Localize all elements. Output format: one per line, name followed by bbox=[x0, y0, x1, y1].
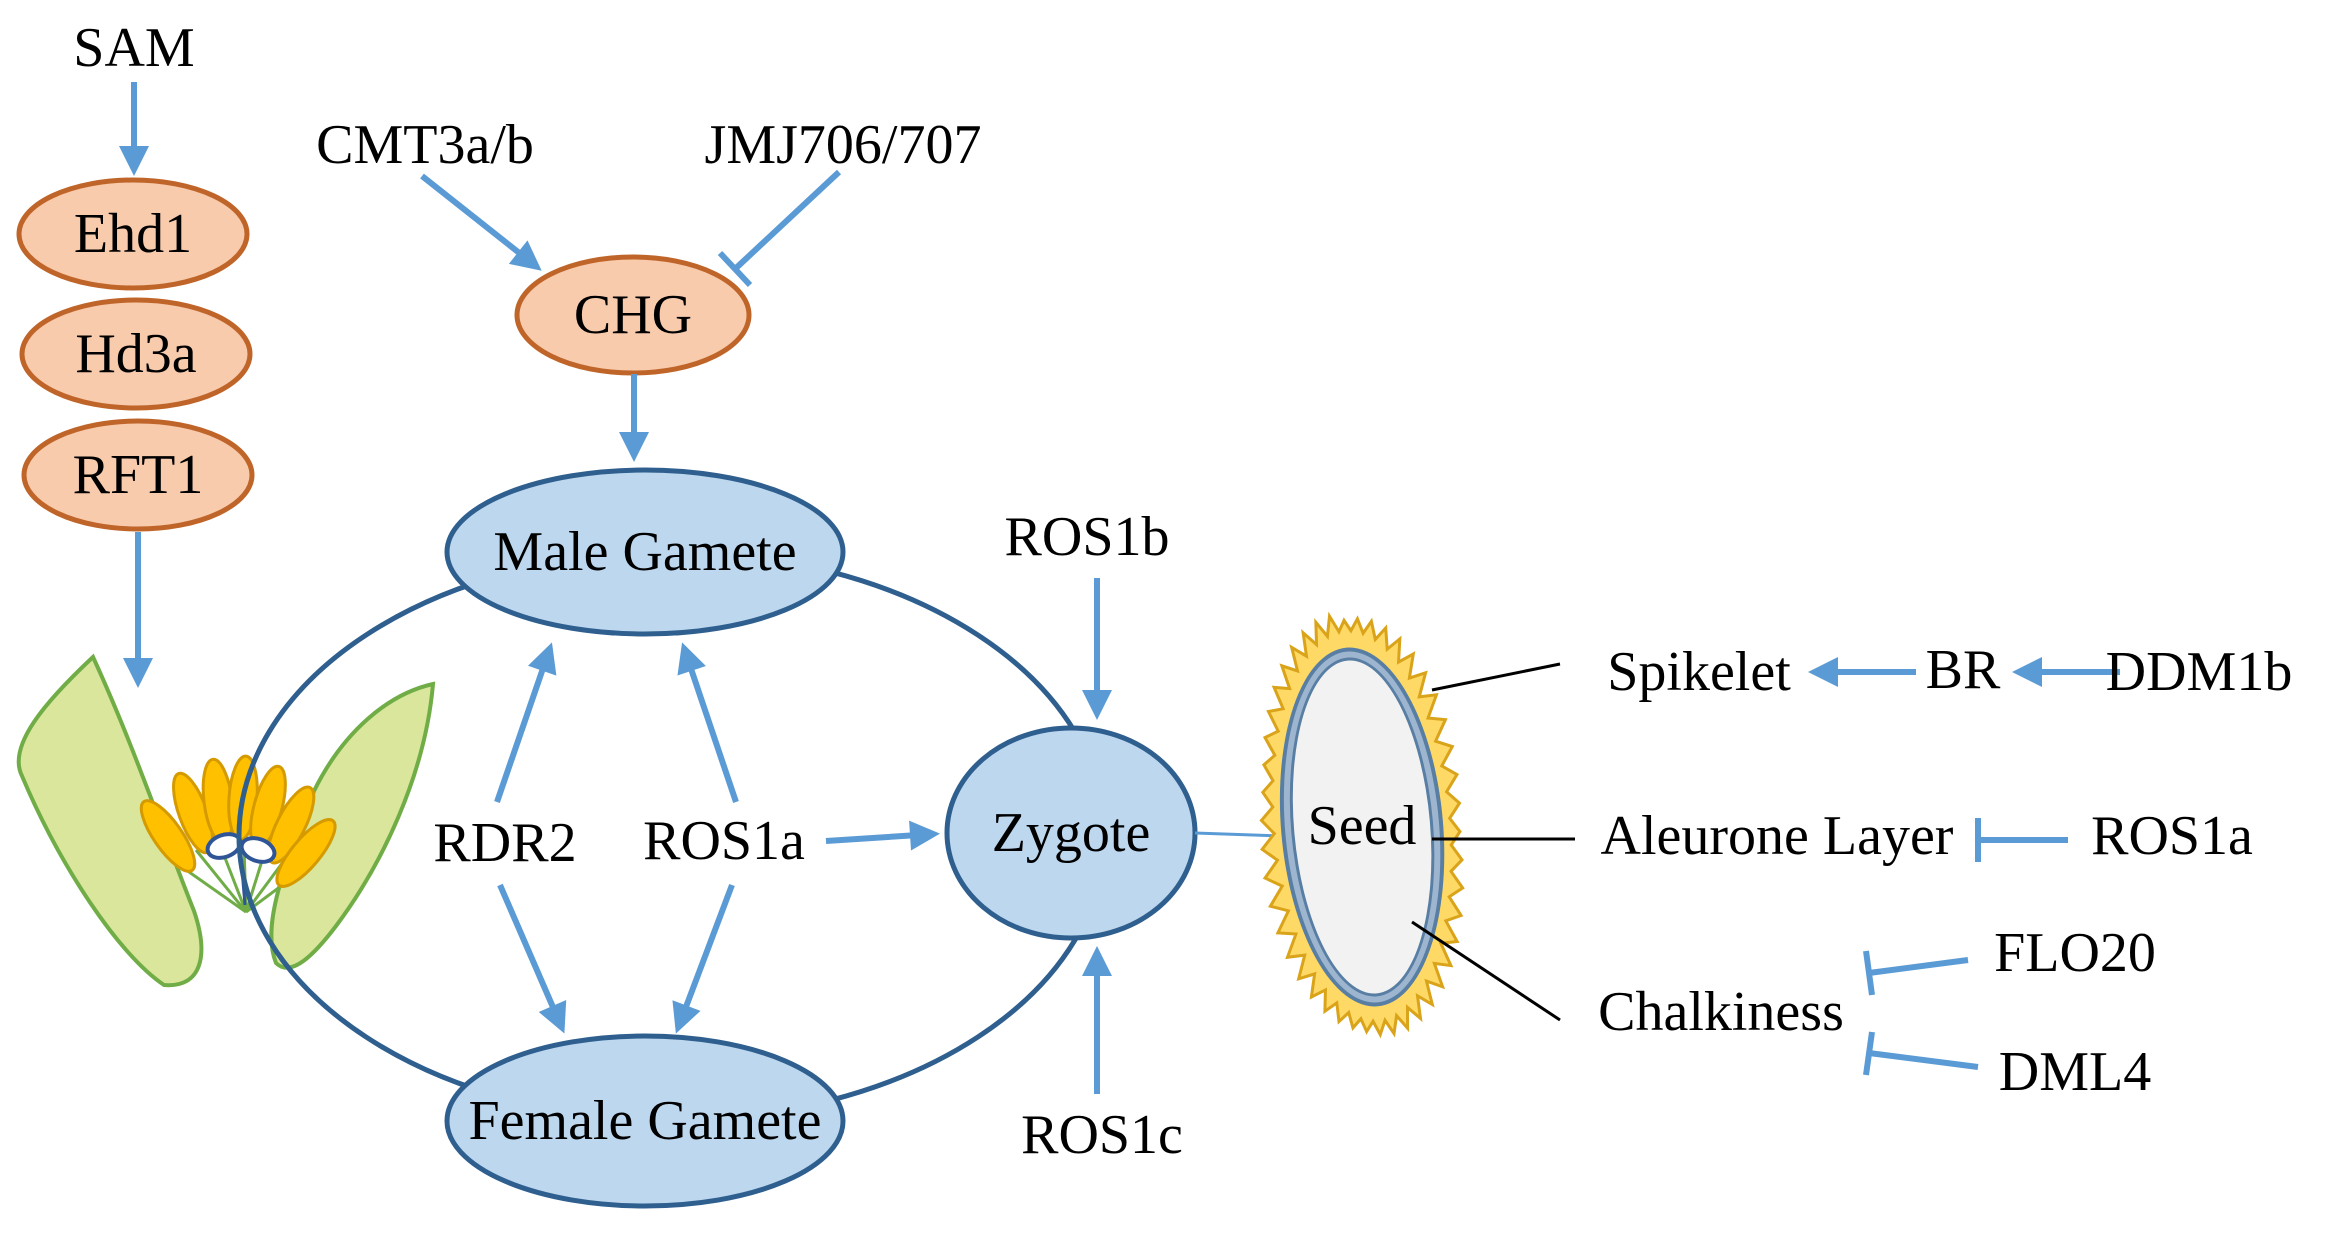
seed-endosperm bbox=[1292, 660, 1432, 994]
ros1a-gamete-label: ROS1a bbox=[643, 810, 805, 872]
chg-label: CHG bbox=[574, 284, 692, 346]
jmj-label: JMJ706/707 bbox=[705, 114, 982, 176]
pointer-seed-to-spikelet bbox=[1431, 662, 1561, 692]
female-gamete-label: Female Gamete bbox=[469, 1090, 822, 1152]
ehd1-label: Ehd1 bbox=[74, 203, 192, 265]
chalkiness-label: Chalkiness bbox=[1598, 981, 1844, 1043]
rft1-label: RFT1 bbox=[73, 444, 204, 506]
ddm1b-label: DDM1b bbox=[2106, 641, 2293, 703]
ehd1-node bbox=[16, 177, 250, 291]
ros1a-aleurone-label: ROS1a bbox=[2091, 805, 2253, 867]
palea-leaf bbox=[269, 681, 436, 970]
male-gamete-node bbox=[444, 467, 846, 637]
anther bbox=[139, 799, 197, 873]
cmt3-label: CMT3a/b bbox=[316, 114, 534, 176]
stigma bbox=[205, 832, 277, 906]
rft1-node bbox=[21, 418, 255, 532]
anther bbox=[266, 785, 316, 865]
arrow-rdr2-to-female-gamete bbox=[497, 883, 567, 1034]
arrow-cmt3-to-chg bbox=[420, 173, 542, 271]
inhibition-ros1a-to-aleurone-layer bbox=[1975, 818, 2068, 862]
br-label: BR bbox=[1926, 639, 2001, 701]
arrow-ros1a-to-zygote bbox=[825, 820, 940, 851]
dml4-label: DML4 bbox=[1999, 1041, 2151, 1103]
inhibition-dml4-to-chalkiness bbox=[1863, 1031, 1979, 1076]
anther bbox=[275, 818, 337, 888]
seed-label: Seed bbox=[1308, 795, 1417, 857]
hd3a-label: Hd3a bbox=[75, 323, 196, 385]
ros1c-label: ROS1c bbox=[1021, 1104, 1183, 1166]
inhibition-flo20-to-chalkiness bbox=[1863, 950, 1969, 996]
rice-flower-illustration bbox=[16, 653, 436, 988]
arrow-ros1a-to-male-gamete bbox=[677, 642, 739, 803]
inhibition-jmj-to-chg bbox=[717, 169, 842, 288]
pointer-seed-to-chalkiness bbox=[1411, 920, 1561, 1022]
chg-node bbox=[514, 254, 752, 376]
arrow-rdr2-to-male-gamete bbox=[494, 642, 557, 803]
arrow-ros1a-to-female-gamete bbox=[672, 883, 735, 1034]
flo20-label: FLO20 bbox=[1994, 922, 2156, 984]
spikelet-label: Spikelet bbox=[1607, 641, 1791, 703]
male-gamete-label: Male Gamete bbox=[493, 521, 796, 583]
zygote-label: Zygote bbox=[992, 802, 1151, 864]
hd3a-node bbox=[19, 297, 253, 411]
aleurone-layer-label: Aleurone Layer bbox=[1601, 805, 1954, 867]
rdr2-label: RDR2 bbox=[433, 812, 576, 874]
seed-illustration bbox=[1259, 611, 1465, 1039]
female-gamete-node bbox=[444, 1033, 846, 1209]
ros1b-label: ROS1b bbox=[1005, 506, 1170, 568]
sam-label: SAM bbox=[73, 17, 194, 79]
connector-zygote-to-seed bbox=[1194, 831, 1283, 838]
